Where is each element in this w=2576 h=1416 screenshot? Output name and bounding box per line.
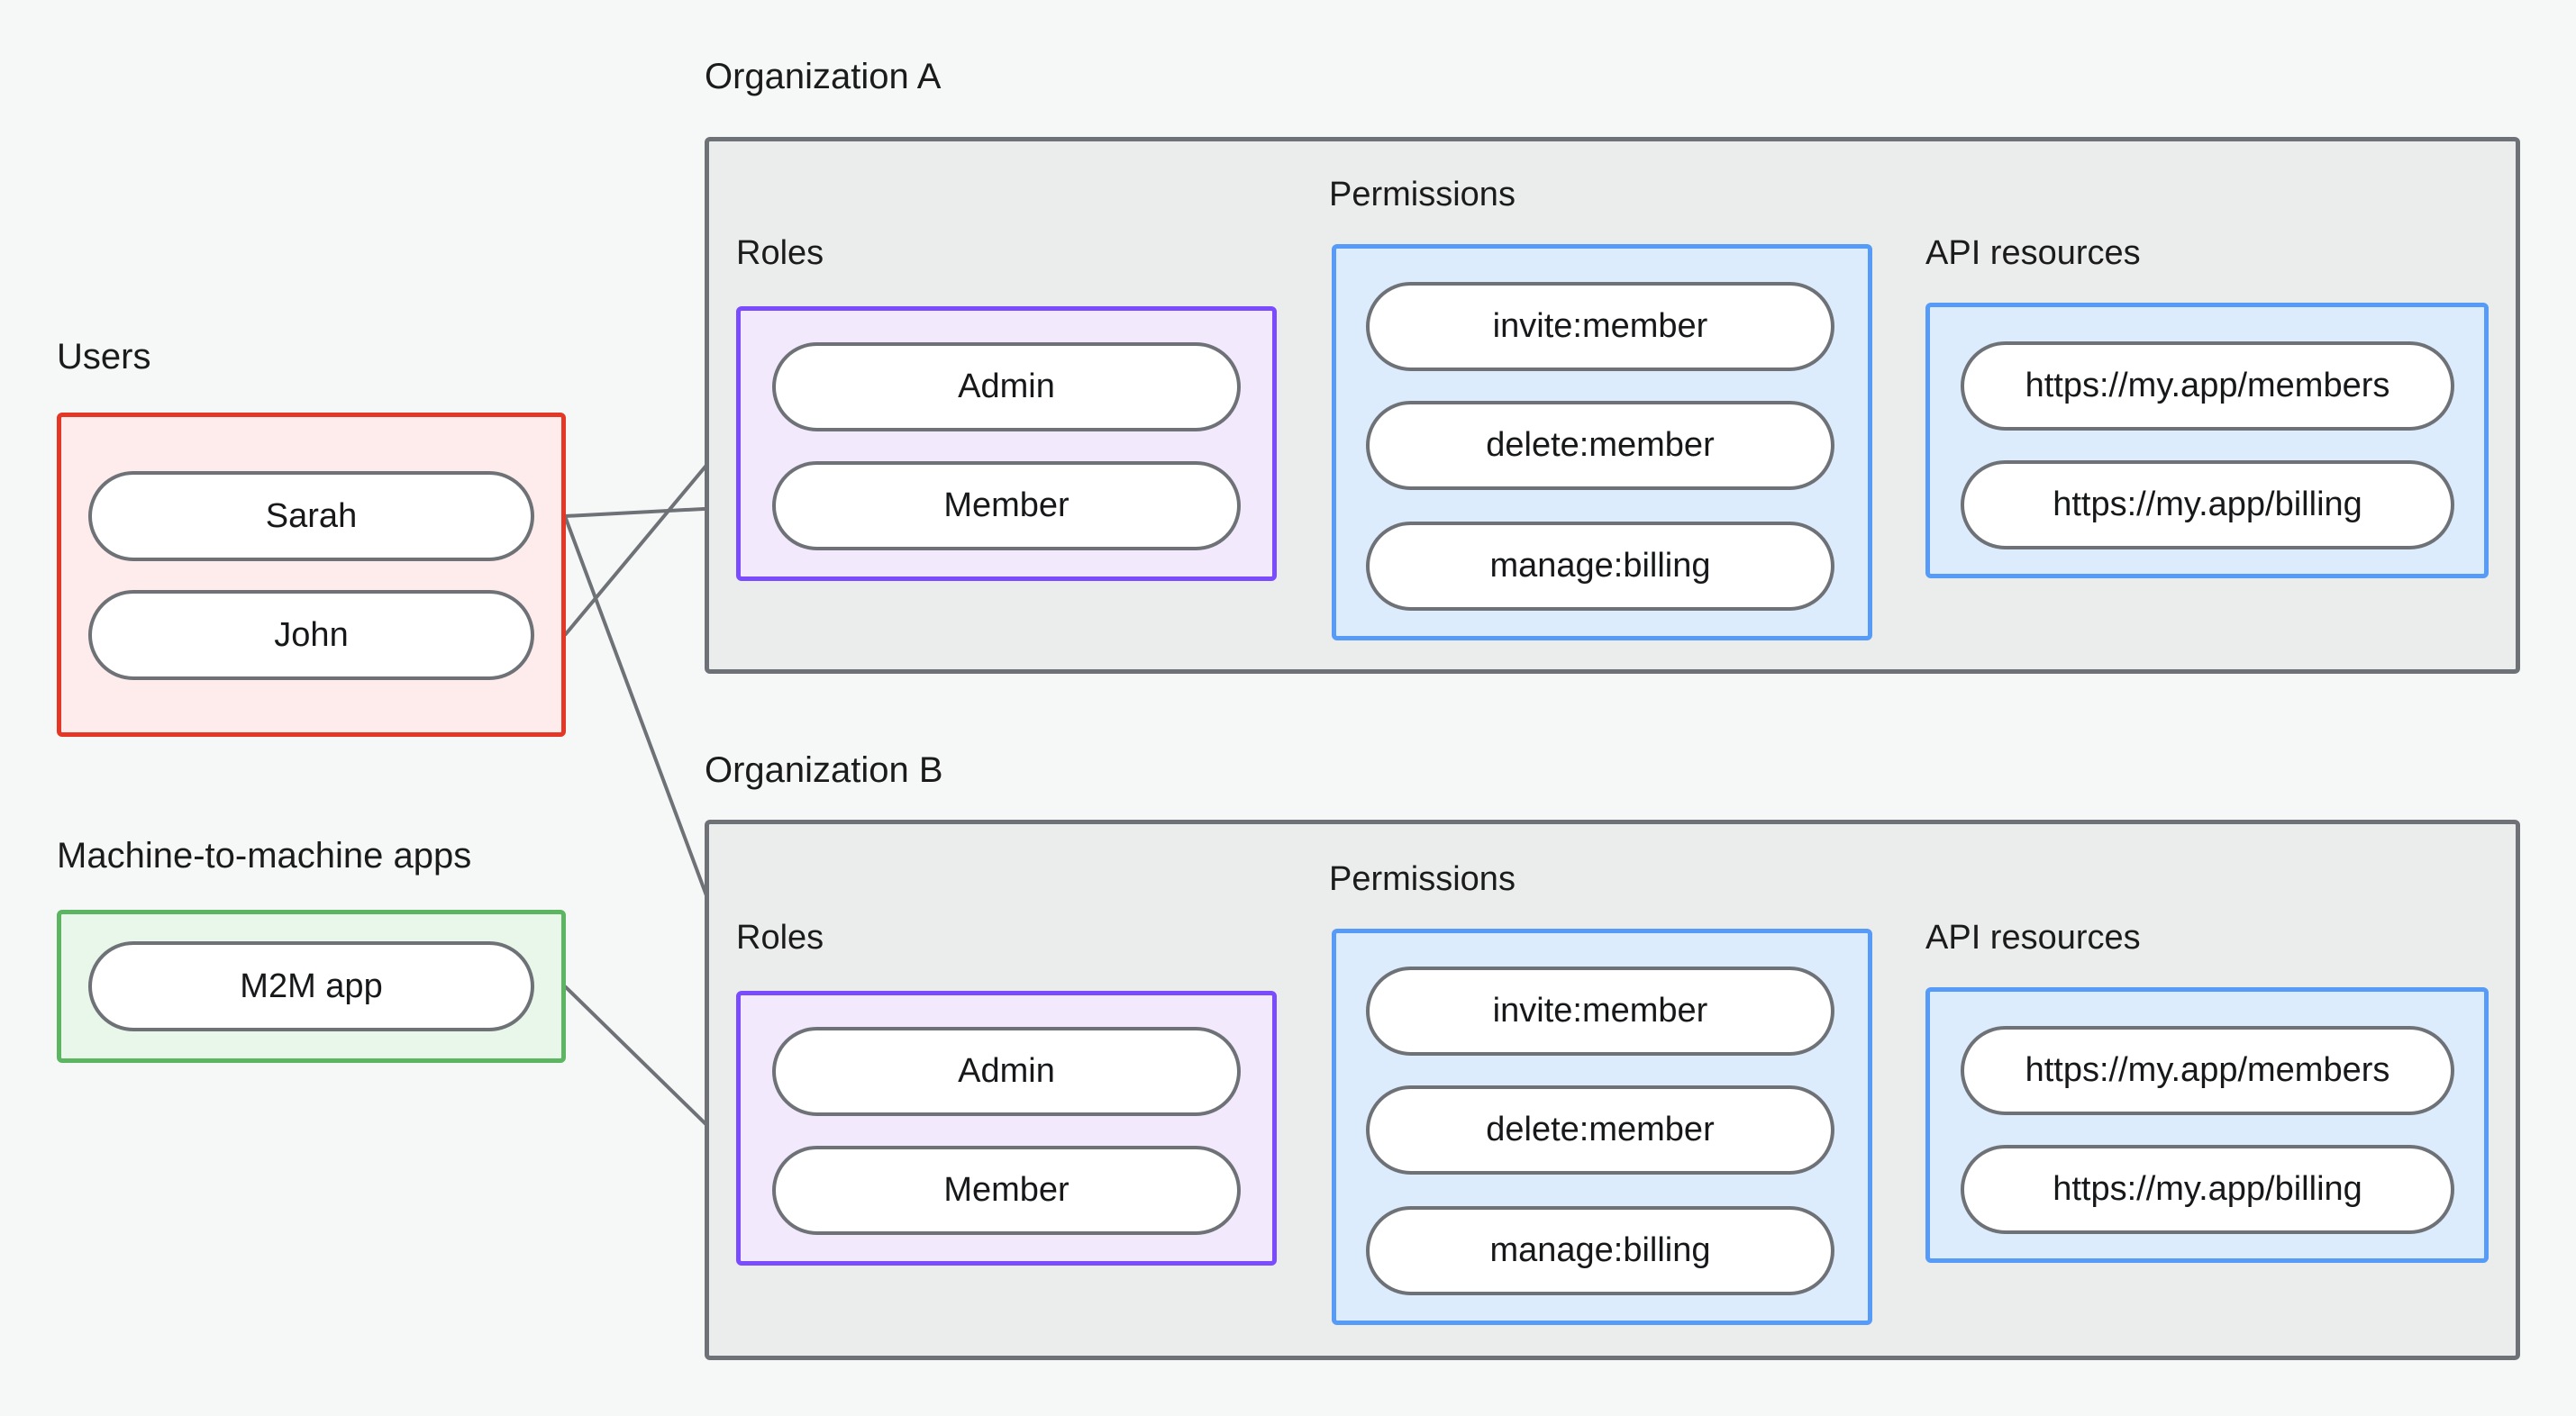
org-b-permission-manage-billing[interactable]: manage:billing — [1366, 1206, 1834, 1295]
org-a-permission-manage-billing[interactable]: manage:billing — [1366, 522, 1834, 611]
org-a-roles-caption: Roles — [736, 234, 824, 272]
m2m-node-app[interactable]: M2M app — [88, 941, 534, 1031]
org-b-permission-invite-member[interactable]: invite:member — [1366, 967, 1834, 1056]
org-a-role-member[interactable]: Member — [772, 461, 1241, 550]
org-b-role-member[interactable]: Member — [772, 1146, 1241, 1235]
org-b-roles-caption: Roles — [736, 919, 824, 957]
org-b-caption: Organization B — [705, 750, 943, 790]
org-a-permissions-caption: Permissions — [1329, 176, 1516, 213]
user-node-john[interactable]: John — [88, 590, 534, 680]
user-node-sarah[interactable]: Sarah — [88, 471, 534, 561]
org-b-permissions-caption: Permissions — [1329, 860, 1516, 898]
org-a-caption: Organization A — [705, 57, 942, 96]
users-caption: Users — [57, 337, 151, 377]
org-b-api-caption: API resources — [1925, 919, 2141, 957]
m2m-caption: Machine-to-machine apps — [57, 836, 472, 876]
org-a-role-admin[interactable]: Admin — [772, 342, 1241, 431]
org-a-api-resource-billing[interactable]: https://my.app/billing — [1961, 460, 2454, 549]
org-b-role-admin[interactable]: Admin — [772, 1027, 1241, 1116]
users-group-box — [57, 413, 566, 737]
org-b-permission-delete-member[interactable]: delete:member — [1366, 1085, 1834, 1175]
org-a-api-caption: API resources — [1925, 234, 2141, 272]
org-b-api-resource-members[interactable]: https://my.app/members — [1961, 1026, 2454, 1115]
org-a-permission-invite-member[interactable]: invite:member — [1366, 282, 1834, 371]
org-a-api-resource-members[interactable]: https://my.app/members — [1961, 341, 2454, 431]
org-a-permission-delete-member[interactable]: delete:member — [1366, 401, 1834, 490]
org-b-api-resource-billing[interactable]: https://my.app/billing — [1961, 1145, 2454, 1234]
